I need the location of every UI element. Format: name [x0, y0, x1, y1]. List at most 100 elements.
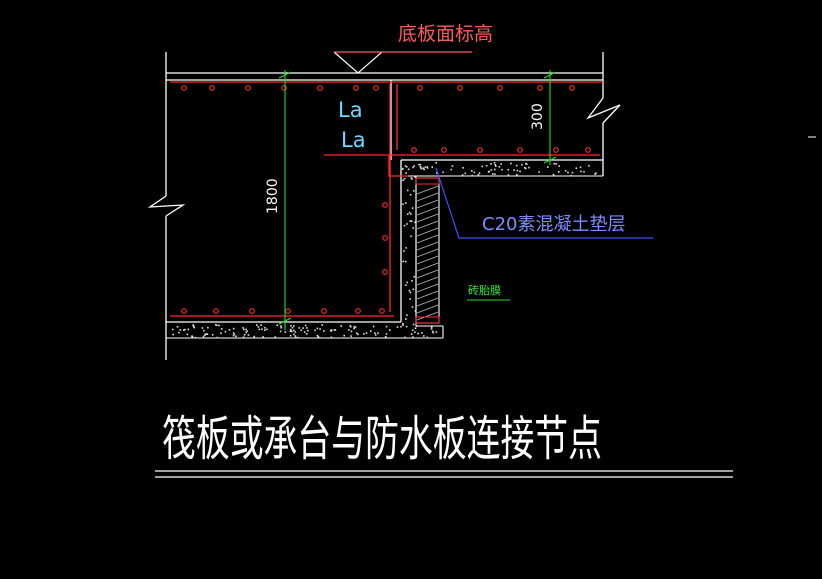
cushion-dot-100	[224, 330, 227, 333]
cushion-dot-170	[571, 171, 574, 174]
cushion-dot-12	[203, 329, 205, 332]
cushion-dot-153	[471, 174, 473, 177]
cushion-dot-114	[260, 324, 262, 326]
cushion-dot-32	[289, 334, 292, 337]
cushion-dot-83	[417, 332, 419, 335]
cushion-dot-27	[293, 325, 295, 327]
cushion-dot-25	[377, 332, 379, 335]
brick-mold-hatch	[416, 185, 439, 321]
cushion-dot-176	[521, 163, 523, 166]
cushion-dot-125	[232, 332, 235, 334]
cushion-dot-177	[538, 171, 540, 173]
cushion-dot-45	[171, 328, 174, 331]
cushion-dot-191	[473, 171, 476, 174]
cushion-dot-158	[450, 168, 453, 171]
cushion-dot-69	[172, 333, 174, 336]
rebar-section-top-2	[245, 85, 251, 91]
cushion-dot-68	[300, 329, 303, 331]
cushion-dot-147	[552, 174, 555, 176]
elevation-marker	[333, 51, 472, 74]
brick-hatch-line-1	[416, 192, 439, 202]
cushion-dot-89	[343, 334, 345, 337]
cushion-dot-246	[414, 310, 417, 312]
cushion-dot-159	[515, 164, 518, 167]
cushion-dot-208	[487, 171, 490, 173]
cushion-dot-9	[323, 330, 325, 332]
cushion-dot-225	[405, 284, 407, 286]
cushion-dot-115	[186, 333, 189, 336]
cushion-dot-244	[408, 289, 411, 292]
cushion-dot-35	[372, 325, 375, 328]
rebar-section-side-0	[382, 202, 388, 208]
brick-hatch-line-6	[416, 227, 439, 237]
cushion-dot-73	[243, 328, 245, 331]
dim-1800-text: 1800	[265, 178, 281, 214]
cushion-dot-146	[477, 174, 480, 176]
rebar-section-top-7	[417, 85, 423, 91]
cushion-dot-137	[206, 333, 208, 335]
cushion-dot-154	[564, 170, 567, 172]
rebar-section-side-1	[382, 235, 388, 241]
cushion-dot-37	[404, 336, 406, 339]
cushion-dot-85	[411, 329, 414, 331]
cushion-dot-203	[402, 167, 404, 170]
cushion-dot-88	[318, 336, 321, 339]
cushion-dot-47	[194, 336, 196, 339]
cushion-dot-19	[211, 334, 214, 336]
brick-hatch-line-0	[416, 185, 439, 195]
cushion-dot-217	[516, 169, 519, 172]
cushion-dot-30	[430, 328, 433, 330]
cushion-dot-56	[216, 324, 218, 327]
cushion-dot-116	[294, 331, 297, 333]
rebar-section-top-9	[497, 85, 503, 91]
rebar-section-top-5	[353, 85, 359, 91]
cushion-dot-150	[579, 166, 582, 169]
cushion-dot-0	[303, 331, 306, 333]
cushion-dot-52	[176, 326, 179, 328]
cushion-dot-87	[384, 335, 387, 338]
cushion-dot-253	[406, 223, 408, 225]
cushion-dot-44	[242, 336, 245, 338]
cushion-dot-256	[406, 281, 409, 284]
left-break-symbol	[147, 195, 186, 217]
cushion-dot-94	[307, 329, 309, 332]
cushion-dot-91	[435, 331, 438, 333]
cushion-dot-168	[435, 162, 437, 164]
rebar-section-slab-3	[517, 147, 523, 153]
cushion-dot-136	[245, 331, 247, 334]
cushion-dot-231	[402, 203, 404, 205]
cushion-dot-214	[575, 167, 578, 169]
cushion-dot-4	[330, 329, 333, 331]
cushion-dot-71	[262, 336, 264, 338]
cushion-dot-186	[424, 166, 427, 168]
cushion-dot-78	[290, 328, 292, 331]
rebar-section-bottom-6	[379, 308, 385, 314]
cushion-dot-181	[501, 168, 503, 171]
cushion-dot-63	[232, 327, 235, 330]
anchor-length-label-1: La	[338, 98, 363, 122]
rebar-section-bottom-5	[355, 308, 361, 314]
cushion-dot-235	[409, 193, 412, 196]
cushion-dot-65	[214, 324, 217, 326]
cushion-dot-230	[410, 177, 413, 179]
cushion-dot-190	[580, 170, 582, 173]
rebar-section-top-3	[281, 85, 287, 91]
cushion-dot-247	[405, 202, 407, 204]
cushion-dot-123	[264, 327, 266, 329]
cushion-dot-205	[407, 168, 410, 171]
cushion-dot-209	[555, 163, 557, 165]
cushion-dot-145	[419, 163, 421, 166]
cushion-dot-109	[264, 329, 266, 331]
brick-cap-bottom	[415, 316, 440, 324]
brick-mold-label: 砖胎膜	[468, 283, 501, 297]
cushion-dot-31	[289, 330, 292, 332]
cushion-dot-134	[421, 332, 423, 334]
cushion-dot-18	[319, 328, 321, 330]
cushion-dot-237	[403, 250, 405, 252]
cushion-dot-119	[276, 324, 279, 326]
brick-hatch-line-9	[416, 248, 439, 258]
cushion-dot-105	[233, 333, 236, 336]
brick-hatch-line-5	[416, 220, 439, 230]
cushion-dot-1	[201, 327, 204, 329]
cushion-dot-229	[411, 306, 414, 308]
